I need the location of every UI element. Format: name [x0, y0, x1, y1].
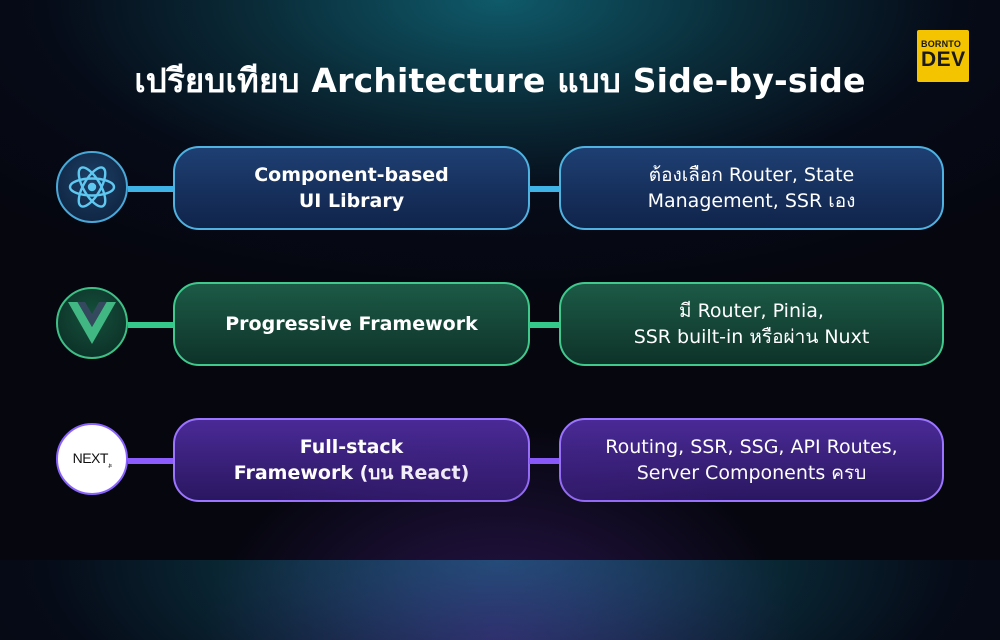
architecture-type-pill: Component-based UI Library: [173, 146, 530, 230]
page-title: เปรียบเทียบ Architecture แบบ Side-by-sid…: [134, 61, 866, 100]
logo-line1: BORNTO: [921, 39, 962, 49]
pill-line: Full-stack: [299, 436, 404, 458]
architecture-type-pill: Full-stack Framework (บน React): [173, 418, 530, 502]
logo-line2: DEV: [921, 48, 966, 71]
pill-line: Framework (บน React): [233, 462, 470, 484]
borntodev-logo: BORNTO DEV: [917, 30, 969, 82]
nextjs-icon: NEXT.js: [56, 423, 128, 495]
pill-line: มี Router, Pinia,: [679, 300, 824, 322]
connector: [529, 322, 560, 328]
pill-line: Routing, SSR, SSG, API Routes,: [605, 436, 898, 458]
pill-line: Component-based: [254, 164, 449, 186]
pill-line: Management, SSR เอง: [647, 190, 856, 212]
pill-line: Progressive Framework: [225, 313, 478, 335]
pill-line: Server Components ครบ: [636, 462, 867, 484]
vue-icon: [56, 287, 128, 359]
architecture-detail-pill: มี Router, Pinia, SSR built-in หรือผ่าน …: [559, 282, 944, 366]
connector: [128, 322, 174, 328]
connector: [128, 458, 174, 464]
connector: [529, 186, 560, 192]
connector: [529, 458, 560, 464]
pill-line: SSR built-in หรือผ่าน Nuxt: [633, 326, 870, 348]
pill-line: ต้องเลือก Router, State: [648, 164, 855, 186]
react-icon: [56, 151, 128, 223]
architecture-type-pill: Progressive Framework: [173, 282, 530, 366]
connector: [128, 186, 174, 192]
pill-line: UI Library: [298, 190, 405, 212]
architecture-detail-pill: Routing, SSR, SSG, API Routes, Server Co…: [559, 418, 944, 502]
architecture-detail-pill: ต้องเลือก Router, State Management, SSR …: [559, 146, 944, 230]
nextjs-logo-text: NEXT.js: [72, 449, 112, 469]
